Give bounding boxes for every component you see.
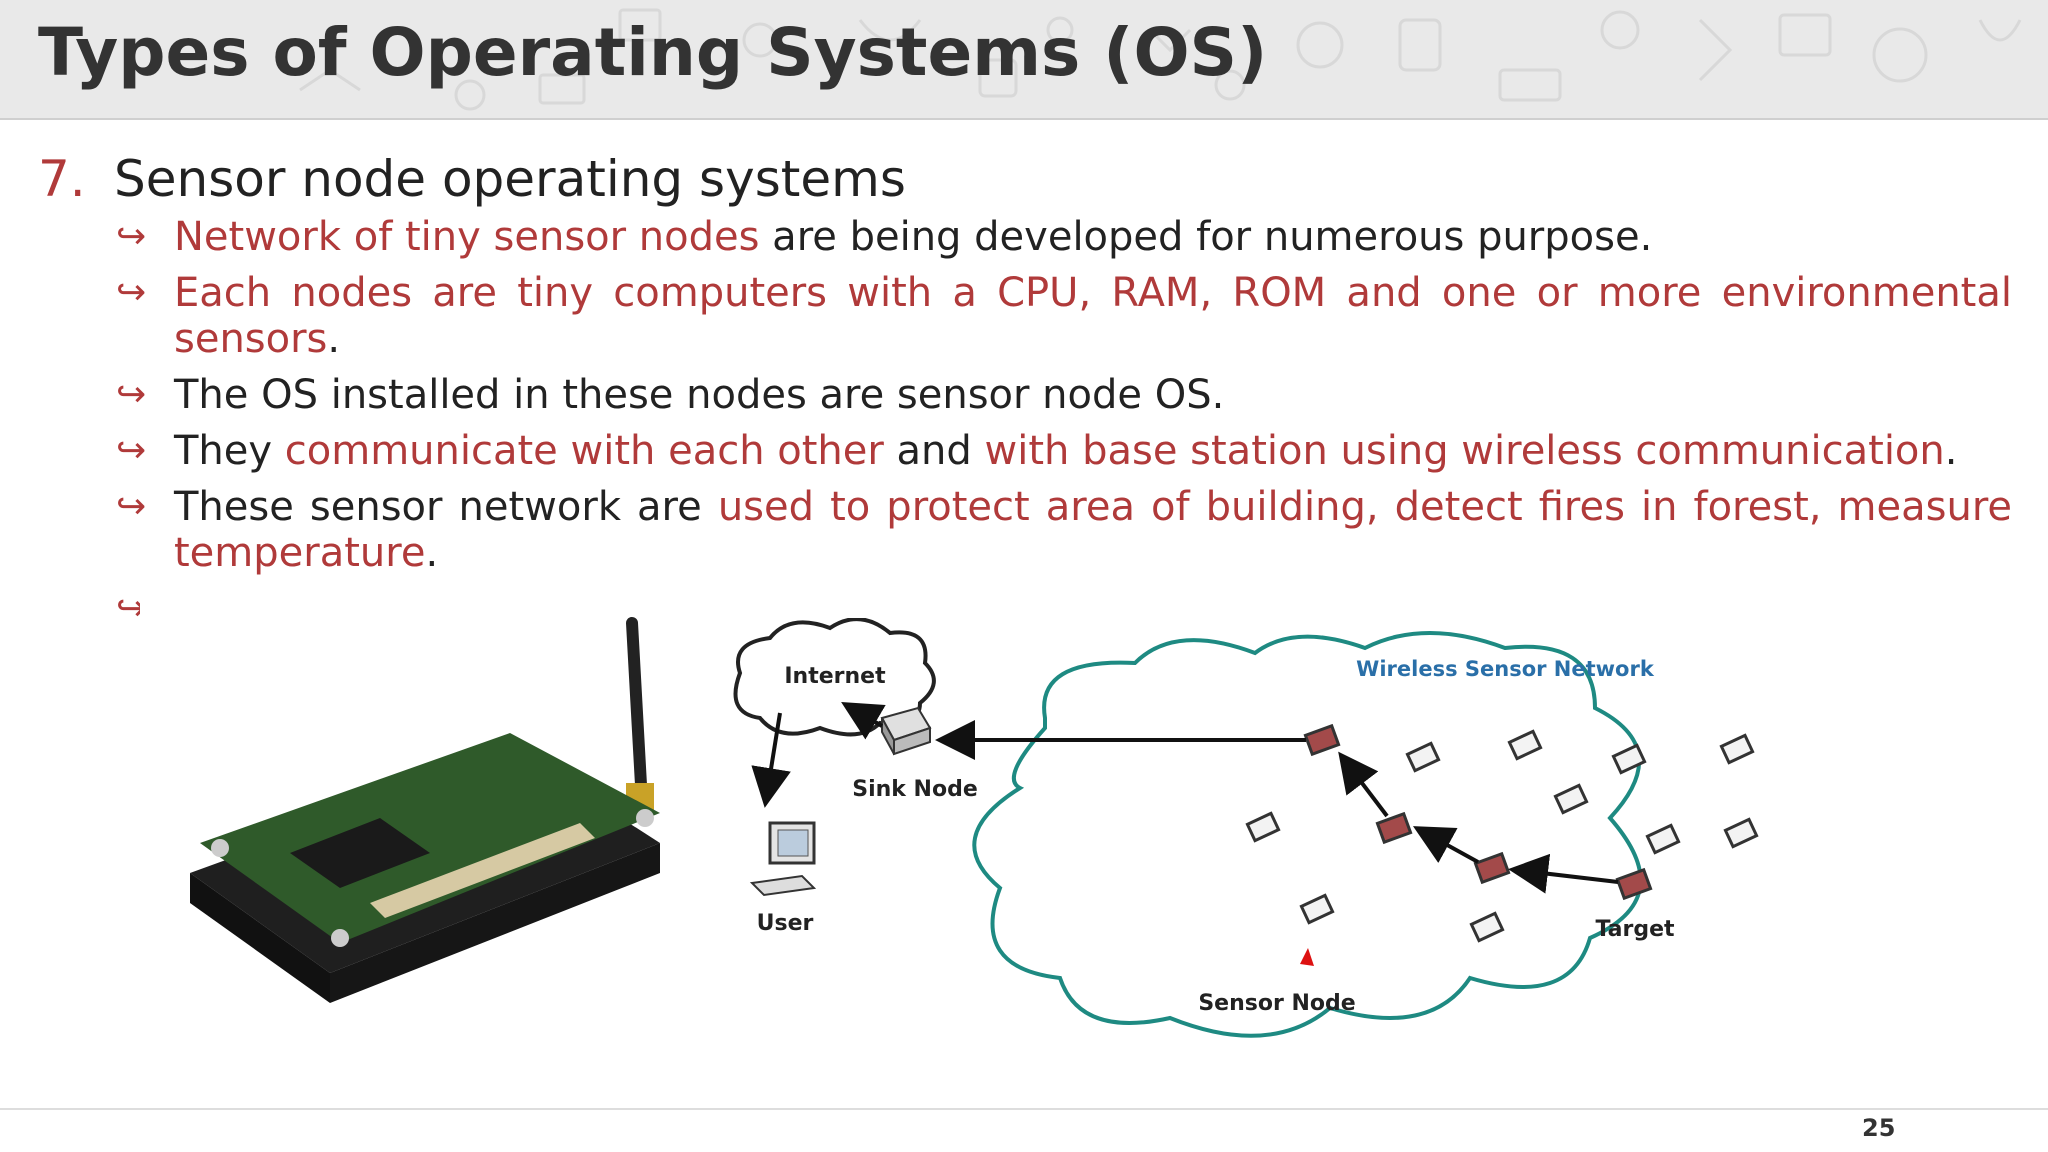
sensor-node [1719,733,1755,765]
path-nodes [1303,723,1653,901]
target-node [1615,867,1653,901]
sensor-node [1405,741,1441,773]
sensor-node [1723,817,1759,849]
bullet-text: are being developed for numerous purpose… [759,214,1653,260]
path-node [1375,811,1413,845]
bullet-item: ↪ Each nodes are tiny computers with a CP… [116,270,2012,362]
bullet-arrow-icon: ↪ [116,216,147,257]
sensor-node-label: Sensor Node [1198,991,1355,1016]
bullet-item: ↪ Network of tiny sensor nodes are being … [116,214,2012,260]
sensor-network-diagram: Internet User Sink Node Wireless Sensor … [733,618,1759,1038]
bullet-item: ↪ The OS installed in these nodes are sen… [116,372,2012,418]
sink-node-label: Sink Node [852,777,978,802]
sensor-node [1611,743,1647,775]
arrow-from-target [1508,853,1619,894]
highlighted-text: with base station using wireless communi… [984,428,1945,474]
slide-title: Types of Operating Systems (OS) [38,14,1268,91]
bullet-text: . [327,316,341,362]
user-label: User [757,911,814,936]
wireless-sensor-network-cloud [972,631,1643,1038]
highlighted-text: Network of tiny sensor nodes [174,214,760,260]
bullet-list: ↪ Network of tiny sensor nodes are being … [116,214,2012,629]
target-label: Target [1595,917,1675,942]
sensor-node-pointer [1300,948,1314,966]
sink-node-icon [880,706,932,756]
figure-area: Internet User Sink Node Wireless Sensor … [140,598,1759,1048]
bullet-arrow-icon: ↪ [116,374,147,415]
internet-label: Internet [784,664,886,689]
bullet-text: These sensor network are [174,484,718,530]
sensor-board-image [190,617,660,1003]
highlighted-text: communicate with each other [284,428,884,474]
board-connector [370,823,595,918]
circuit-board [200,733,660,943]
antenna [626,617,648,809]
bullet-item: ↪ They communicate with each other and wi… [116,428,2012,474]
sensor-node [1507,729,1543,761]
slide-header: Types of Operating Systems (OS) [0,0,2048,120]
path-node [1473,851,1511,885]
arrow-internet-to-user [751,712,791,808]
bullet-text: They [174,428,285,474]
sensor-node [1645,823,1681,855]
page-number: 25 [1862,1114,1896,1142]
bullet-text: and [883,428,985,474]
bullet-text: The OS installed in these nodes are sens… [174,372,1225,418]
highlighted-text: used to protect area of building, detect… [174,484,2012,576]
bullet-arrow-icon: ↪ [116,272,147,313]
sensor-nodes [1245,729,1759,943]
processor-chip [290,818,430,888]
bullet-text: . [425,530,439,576]
bullet-text: . [1944,428,1958,474]
wireless-sensor-network-label: Wireless Sensor Network [1356,657,1655,681]
bullet-item: ↪ These sensor network are used to protec… [116,484,2012,576]
arrow-path-3 [1412,826,1479,864]
arrow-sink-to-internet [841,701,886,740]
path-node [1303,723,1341,757]
arrow-path-2 [1338,751,1389,818]
bullet-arrow-icon: ↪ [116,486,147,527]
bullet-arrow-icon: ↪ [116,430,147,471]
list-item-number: 7. [38,150,86,208]
header-doodle-pattern [299,8,2022,111]
list-item-heading: Sensor node operating systems [114,150,906,208]
sensor-node [1245,811,1281,843]
sensor-node [1299,893,1335,925]
user-computer-icon [749,821,817,897]
sensor-node [1553,783,1589,815]
sensor-node [1469,911,1505,943]
footer-divider [0,1108,2048,1110]
highlighted-text: Each nodes are tiny computers with a CPU… [174,270,2012,362]
